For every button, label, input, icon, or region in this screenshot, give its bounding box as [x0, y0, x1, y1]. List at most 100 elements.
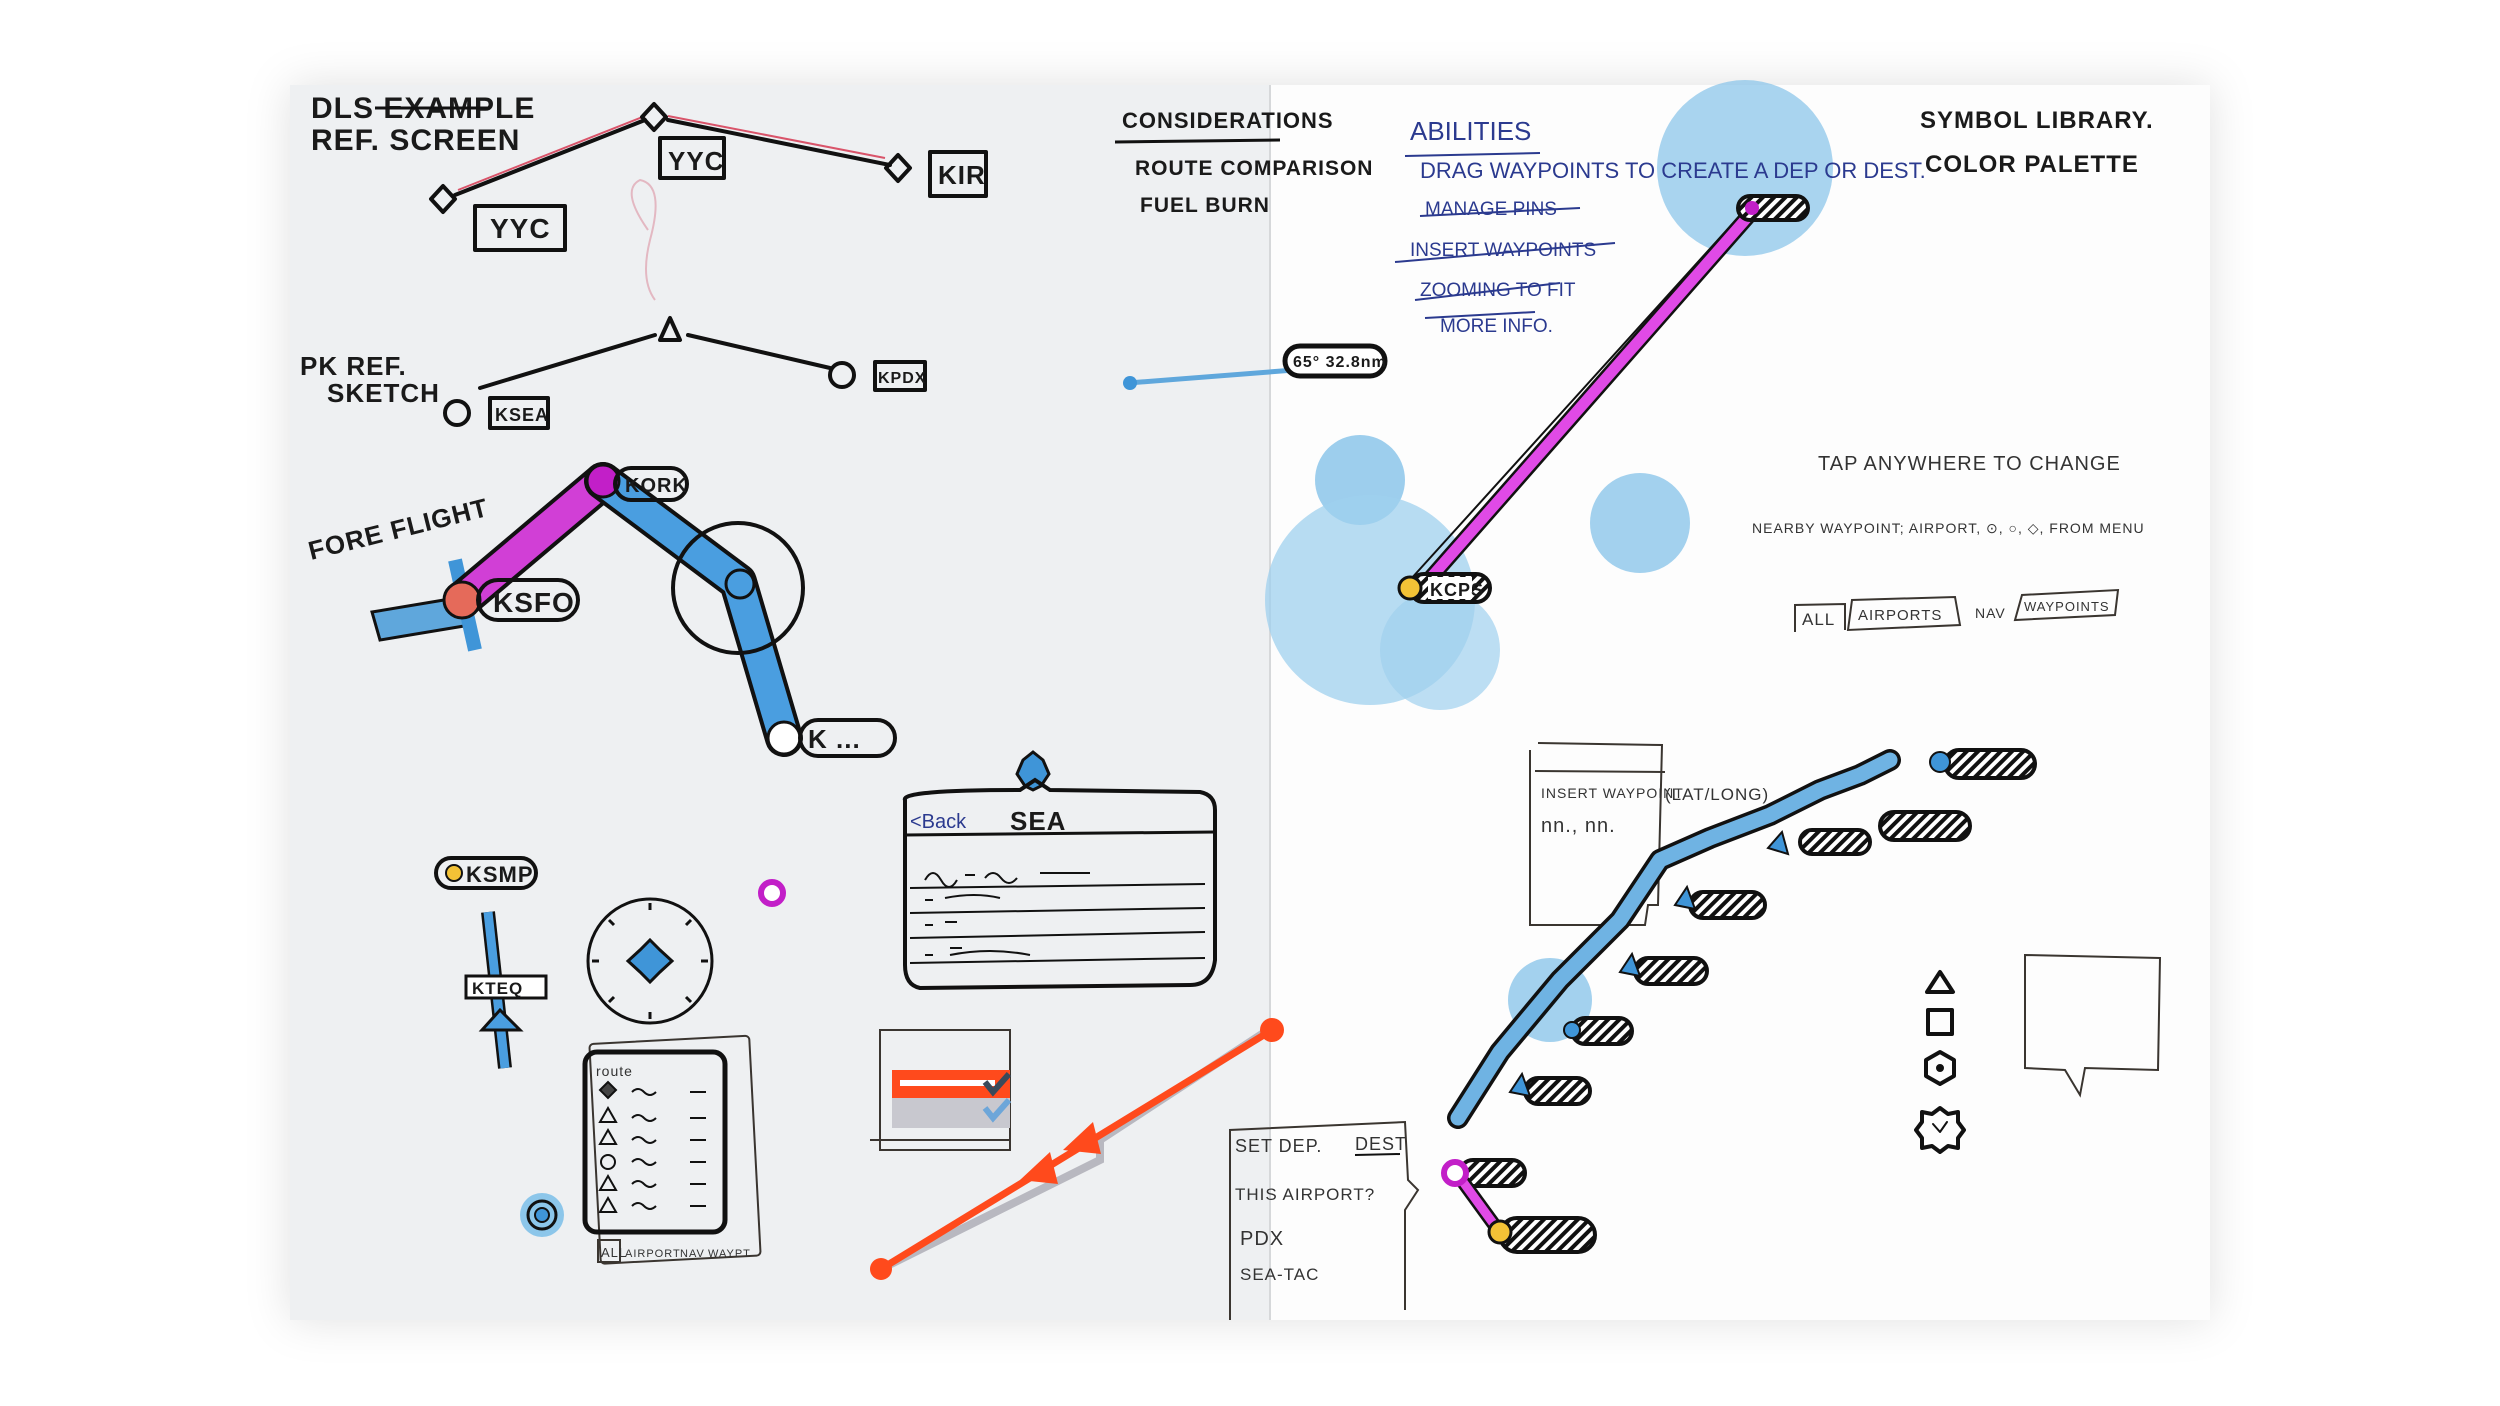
- dls-label-text: YYC: [490, 213, 551, 244]
- route-leg-magenta: [447, 466, 618, 615]
- route-leg-magenta: [1454, 1172, 1502, 1233]
- triangle-icon: [1508, 1071, 1532, 1098]
- airport-option[interactable]: PDX: [1240, 1228, 1284, 1250]
- airport-icon: [443, 399, 471, 427]
- empty-callout-sketch: [2024, 953, 2162, 1098]
- symbol-library: [1914, 970, 1966, 1154]
- symbol-library-note: SYMBOL LIBRARY.: [1920, 107, 2154, 134]
- ksmp-pill: KSMP: [434, 856, 538, 890]
- dls-label: [928, 150, 988, 198]
- ability-item: DRAG WAYPOINTS TO CREATE A DEP OR DEST.: [1420, 158, 1926, 183]
- set-dep-option[interactable]: SET DEP.: [1235, 1136, 1322, 1156]
- abilities-title: ABILITIES: [1410, 116, 1531, 146]
- ability-item-struck: MORE INFO.: [1440, 316, 1553, 337]
- symbol-notes: SYMBOL LIBRARY. COLOR PALETTE: [1920, 107, 2154, 178]
- list-card-title: route: [596, 1063, 633, 1079]
- tab-waypoints[interactable]: [2013, 588, 2120, 622]
- tab-all[interactable]: [1794, 602, 1846, 632]
- origin-dot: [1397, 575, 1423, 601]
- yellow-dot-icon: [445, 864, 463, 882]
- pk-sketch: PK REF. SKETCH KSEA KPDX: [300, 316, 927, 430]
- dls-sketch: DLS EXAMPLE REF. SCREEN YYC YYC KIR: [311, 92, 988, 301]
- set-box-question: THIS AIRPORT?: [1235, 1185, 1375, 1204]
- tab-label: WAYPOINTS: [2024, 599, 2110, 614]
- tab-nav[interactable]: NAV: [680, 1248, 705, 1260]
- airport-gear-icon: [625, 937, 675, 985]
- diamond-icon: [884, 153, 912, 183]
- triangle-icon: [1766, 829, 1790, 856]
- orange-route: [870, 1018, 1284, 1280]
- destination-label: K ...: [808, 724, 861, 754]
- magenta-route: KCPS: [1397, 194, 1810, 604]
- tab-nav[interactable]: NAV: [1975, 605, 2006, 621]
- set-dep-dest-popover: SET DEP. DEST THIS AIRPORT? PDX SEA-TAC: [1229, 1120, 1420, 1320]
- triangle-icon: [1673, 884, 1697, 911]
- slider-label: KTEQ: [472, 979, 523, 998]
- dls-label: [658, 136, 726, 180]
- waypoint-label: [1688, 890, 1767, 920]
- blue-highlight-blobs: [1265, 80, 1833, 710]
- waypoint-label: [1798, 828, 1872, 856]
- waypoint-label: [1878, 810, 1972, 842]
- triangle-icon: [658, 316, 682, 342]
- set-dest-option[interactable]: DEST: [1355, 1134, 1407, 1154]
- kork-label: KORK: [625, 475, 688, 497]
- vertical-route-slider[interactable]: KTEQ: [464, 911, 548, 1069]
- checklist-sketch: [870, 1029, 1012, 1151]
- destination-node: [766, 720, 802, 756]
- color-palette-note: COLOR PALETTE: [1925, 151, 2139, 178]
- tap-note: TAP ANYWHERE TO CHANGE: [1818, 453, 2121, 475]
- pk-label: [873, 360, 927, 392]
- latlong-hint: (LAT/LONG): [1665, 785, 1769, 804]
- tab-label: ALL: [601, 1245, 627, 1260]
- waypoint-node: [585, 463, 621, 499]
- dls-label-text: YYC: [668, 146, 724, 176]
- destination-dot: [1260, 1018, 1284, 1042]
- insert-waypoint-popover: INSERT WAYPOINT nn., nn.: [1529, 742, 1684, 926]
- direction-arrow-icon: [1063, 1122, 1101, 1154]
- considerations-item: ROUTE COMPARISON: [1135, 157, 1373, 180]
- triangle-icon: [1618, 951, 1642, 978]
- route-list-card: route ALL AIRPORT NAV WAYPT: [582, 1034, 762, 1265]
- square-icon: [1926, 1008, 1954, 1036]
- tab-all[interactable]: [597, 1239, 621, 1263]
- check-icon: [982, 1098, 1012, 1123]
- waypoint-label: [1633, 956, 1709, 986]
- ksmp-label: KSMP: [466, 862, 534, 887]
- airport-option[interactable]: SEA-TAC: [1240, 1265, 1319, 1284]
- considerations-item: FUEL BURN: [1140, 194, 1270, 217]
- tab-waypoint[interactable]: WAYPT: [708, 1248, 751, 1260]
- back-link[interactable]: <Back: [910, 811, 967, 833]
- diamond-icon: [429, 184, 457, 214]
- distance-label: 65° 32.8nm: [1293, 354, 1387, 371]
- check-icon: [982, 1072, 1012, 1097]
- dls-label-text: KIR: [938, 160, 986, 190]
- airport-gear-icon: [1914, 1106, 1966, 1154]
- origin-dot: [1487, 1219, 1513, 1245]
- blue-location-dot: [520, 1193, 564, 1237]
- tab-label: ALL: [1802, 610, 1835, 629]
- tab-airports[interactable]: [1846, 595, 1962, 632]
- pk-label: [488, 396, 550, 430]
- airport-icon: [828, 361, 856, 389]
- pk-subtitle: SKETCH: [327, 378, 440, 408]
- latlong-input[interactable]: nn., nn.: [1541, 815, 1616, 837]
- tap-change-notes: TAP ANYWHERE TO CHANGE NEARBY WAYPOINT; …: [1752, 453, 2144, 632]
- vor-icon: [1563, 1021, 1581, 1039]
- dls-label: [473, 204, 567, 252]
- sea-card-title: SEA: [1010, 806, 1066, 836]
- waypoint-label: [1498, 1216, 1597, 1254]
- sea-info-card: <Back SEA: [902, 750, 1217, 991]
- route-line: [1450, 752, 1898, 1126]
- drag-target-ring: [671, 521, 805, 655]
- abilities-notes: ABILITIES DRAG WAYPOINTS TO CREATE A DEP…: [1394, 116, 1926, 337]
- tab-airport[interactable]: AIRPORT: [625, 1248, 681, 1260]
- waypoint-node: [1929, 751, 1951, 773]
- diamond-icon: [640, 102, 668, 132]
- origin-node: [442, 580, 482, 620]
- waypoint-label: [1943, 748, 2037, 780]
- insert-waypoint-title: INSERT WAYPOINT: [1541, 785, 1684, 801]
- foreflight-sketch: FORE FLIGHT KSFO KORK K ...: [305, 462, 897, 758]
- direction-arrow-icon: [1020, 1152, 1058, 1184]
